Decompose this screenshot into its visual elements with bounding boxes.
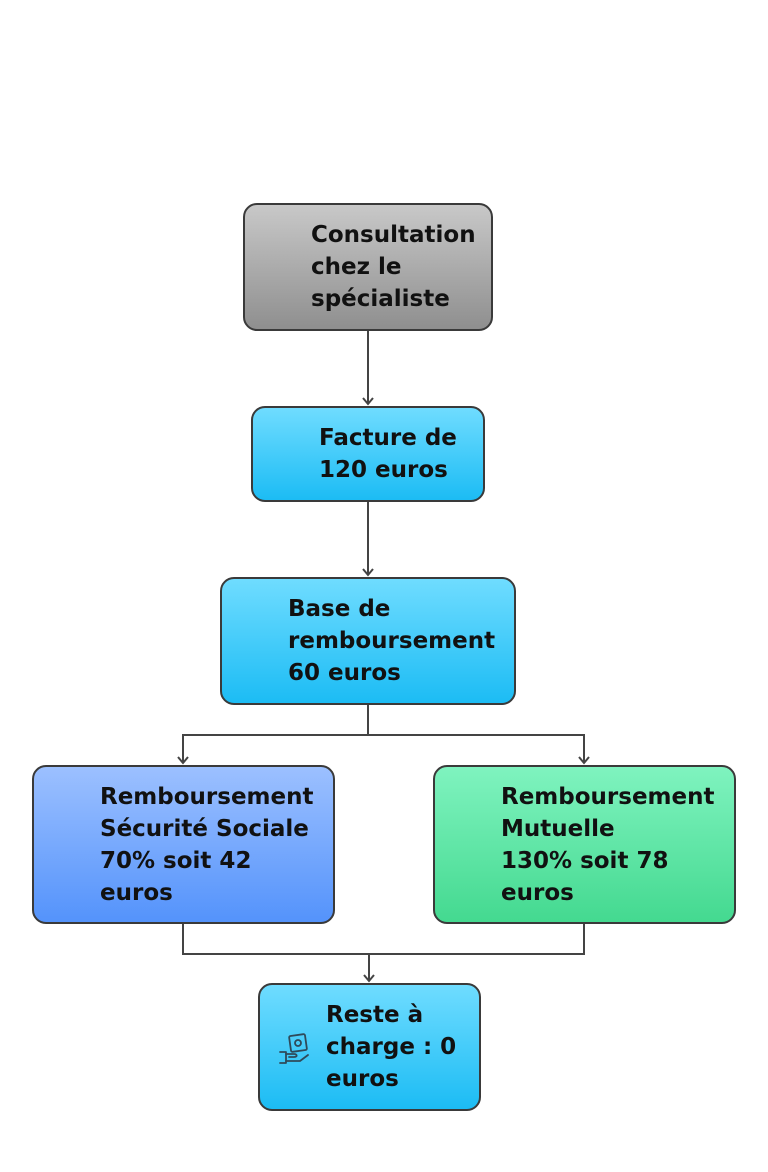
- connector-secu-reste: [182, 924, 369, 955]
- node-consultation: Consultation chez le spécialiste: [243, 203, 493, 331]
- node-reste-a-charge-label: Reste à charge : 0 euros: [326, 1002, 457, 1092]
- node-securite-sociale-label: Remboursement Sécurité Sociale 70% soit …: [100, 783, 314, 906]
- hand-money-icon: [278, 1032, 312, 1066]
- node-base-remboursement: Base de remboursement 60 euros: [220, 577, 516, 705]
- connector-mutuelle-reste: [369, 924, 585, 955]
- node-mutuelle-label: Remboursement Mutuelle 130% soit 78 euro…: [501, 783, 715, 906]
- node-facture: Facture de 120 euros: [251, 406, 485, 502]
- node-base-remboursement-label: Base de remboursement 60 euros: [288, 596, 496, 686]
- node-mutuelle: Remboursement Mutuelle 130% soit 78 euro…: [433, 765, 736, 924]
- arrow-base-mutuelle: [368, 734, 590, 765]
- node-reste-a-charge: Reste à charge : 0 euros: [258, 983, 481, 1111]
- node-facture-label: Facture de 120 euros: [319, 425, 457, 483]
- arrow-base-secu: [177, 705, 369, 765]
- node-consultation-label: Consultation chez le spécialiste: [311, 222, 476, 312]
- node-securite-sociale: Remboursement Sécurité Sociale 70% soit …: [32, 765, 335, 924]
